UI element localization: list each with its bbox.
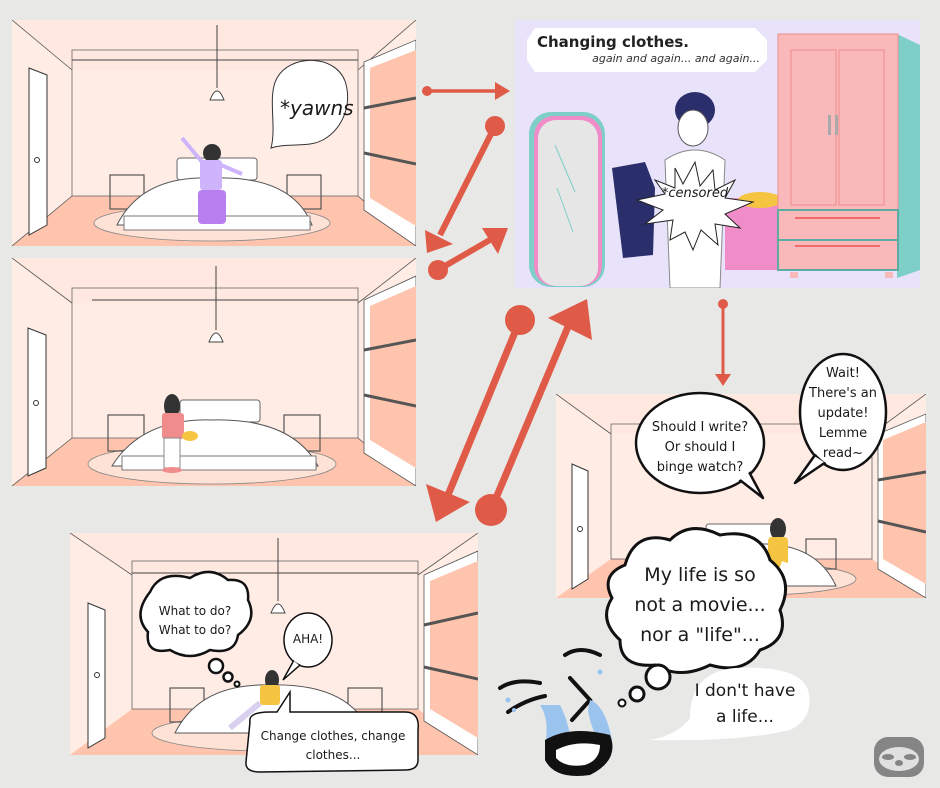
door — [27, 327, 47, 477]
arrow-panel3-to-panel4 — [426, 305, 535, 522]
door — [28, 67, 48, 236]
door — [87, 602, 106, 749]
pendant-lamp — [209, 90, 225, 101]
crying-face-icon — [498, 648, 613, 776]
arrow-panel3-to-panel2 — [425, 116, 505, 253]
censored-starburst — [635, 160, 755, 252]
yawns-text: *yawns — [280, 96, 354, 120]
sloth-logo-icon — [874, 737, 924, 777]
should-i-write-text: Should I write? Or should I binge watch? — [651, 420, 749, 475]
panel-sitting-thinking — [12, 258, 416, 486]
caption-box — [527, 28, 767, 72]
aha-text: AHA! — [292, 632, 324, 646]
woman — [770, 518, 786, 540]
pendant-lamp — [208, 332, 224, 343]
yawns-bubble — [270, 59, 349, 149]
my-life-text: My life is so not a movie... nor a "life… — [634, 564, 766, 646]
arrow-panel2-to-panel3 — [428, 228, 508, 280]
pendant-lamp — [270, 603, 286, 614]
bedroom-illustration — [12, 258, 416, 486]
no-life-text: I don't have a life... — [694, 681, 796, 727]
censored-text: *censored — [661, 186, 729, 201]
bedroom-illustration — [70, 533, 478, 755]
woman — [203, 144, 221, 162]
arrow-panel3-to-panel5 — [715, 299, 731, 386]
panel-wake-up: *yawns — [12, 20, 416, 246]
what-to-do-text: What to do? What to do? — [158, 604, 232, 637]
change-clothes-text: Change clothes, change clothes... — [260, 729, 406, 762]
wait-update-text: Wait! There's an update! Lemme read~ — [809, 366, 877, 461]
panel-changing-clothes: Changing clothes. again and again... and… — [515, 20, 920, 288]
woman — [164, 394, 180, 418]
caption-subtitle: again and again... and again... — [592, 52, 760, 65]
shirt — [612, 162, 655, 258]
changing-room-illustration — [527, 28, 920, 288]
panel-lying-in-bed — [70, 533, 478, 755]
arrow-panel1-to-panel3 — [422, 82, 510, 100]
caption-title: Changing clothes. — [537, 33, 689, 51]
wardrobe — [897, 34, 920, 278]
bedroom-illustration — [12, 20, 416, 246]
